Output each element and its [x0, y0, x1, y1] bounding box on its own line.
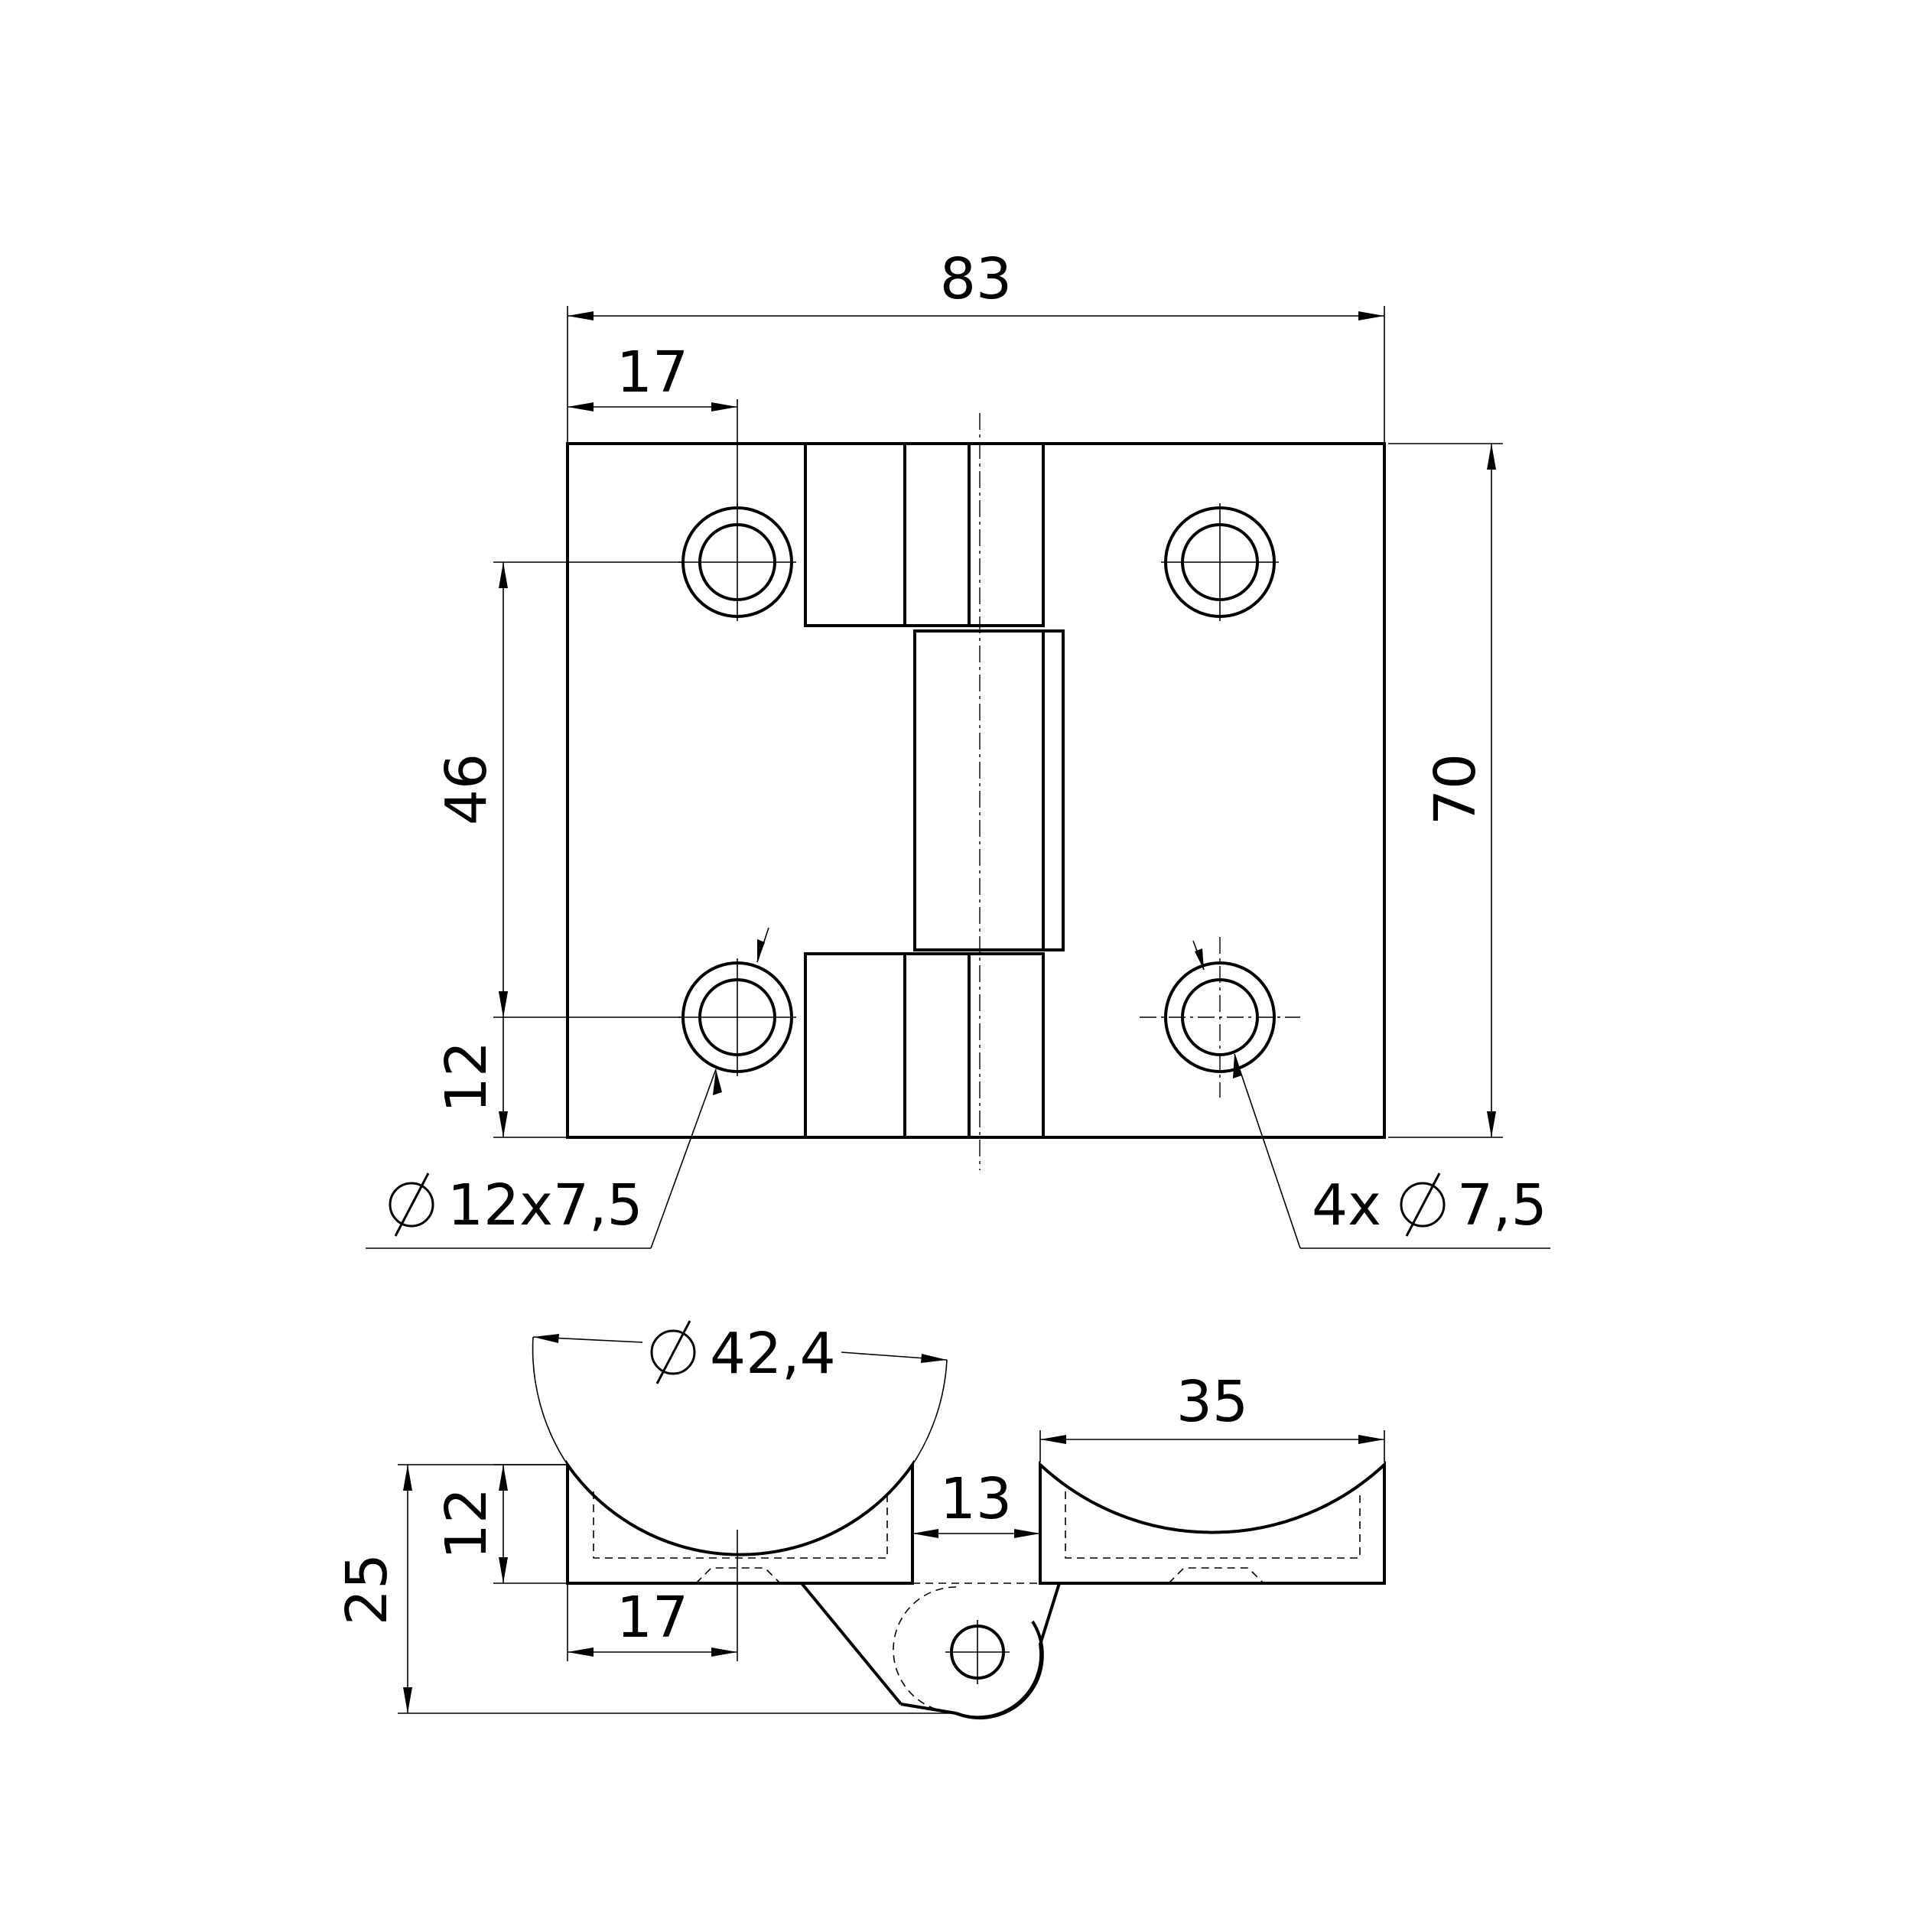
diameter-symbol	[650, 1329, 696, 1375]
dim-leaf-thickness: 12	[434, 1464, 566, 1584]
hole-bottom-left	[678, 958, 796, 1076]
dim-hole-edge: 12	[434, 991, 566, 1138]
hole-top-left	[678, 503, 796, 621]
callout-counterbore: 12x7,5	[366, 927, 769, 1249]
dim-hole-edge-label: 12	[434, 1041, 499, 1113]
knuckle-middle	[913, 629, 1065, 951]
dim-total-width: 83	[567, 246, 1385, 442]
hole-bottom-right	[1140, 937, 1300, 1098]
hinge-outline	[566, 442, 1386, 1139]
callout-holes: 4x 7,5	[1192, 940, 1550, 1249]
dim-total-height-label: 70	[1423, 753, 1488, 825]
right-leaf	[1039, 1461, 1386, 1585]
dim-section-height-label: 25	[334, 1553, 400, 1625]
dim-leaf-depth-label: 35	[1176, 1369, 1248, 1435]
dim-section-height: 25	[334, 1464, 956, 1714]
top-view: 83 17 46 12	[366, 246, 1550, 1249]
dim-total-width-label: 83	[940, 246, 1012, 312]
dim-hole-offset-top: 17	[568, 340, 738, 506]
dim-hole-offset-side: 17	[567, 1530, 738, 1661]
knuckle-upper	[804, 444, 1045, 627]
dim-gap: 13	[912, 1466, 1040, 1538]
knuckle-lower	[804, 952, 1045, 1137]
side-view: 42,4 35 13 12	[334, 1320, 1386, 1719]
dim-knuckle-diameter: 42,4	[532, 1320, 948, 1387]
callout-holes-count: 4x	[1312, 1173, 1381, 1238]
dim-leaf-thickness-label: 12	[434, 1488, 499, 1560]
hole-top-right	[1161, 503, 1279, 621]
dim-hole-spacing: 46	[434, 561, 683, 1018]
dim-knuckle-diameter-label: 42,4	[710, 1321, 836, 1387]
pin-assembly	[800, 1582, 1062, 1719]
left-leaf	[566, 1459, 914, 1585]
callout-holes-diameter: 7,5	[1457, 1173, 1547, 1238]
dim-total-height: 70	[1388, 443, 1503, 1138]
knuckle-arc	[532, 1336, 568, 1465]
dim-hole-offset-top-label: 17	[616, 340, 688, 405]
dim-leaf-depth: 35	[1039, 1369, 1385, 1462]
diameter-symbol	[1400, 1182, 1446, 1228]
dim-hole-spacing-label: 46	[434, 753, 499, 825]
dim-gap-label: 13	[940, 1466, 1012, 1532]
diameter-symbol	[389, 1182, 434, 1228]
dim-hole-offset-side-label: 17	[616, 1585, 688, 1651]
callout-counterbore-label: 12x7,5	[447, 1173, 643, 1238]
